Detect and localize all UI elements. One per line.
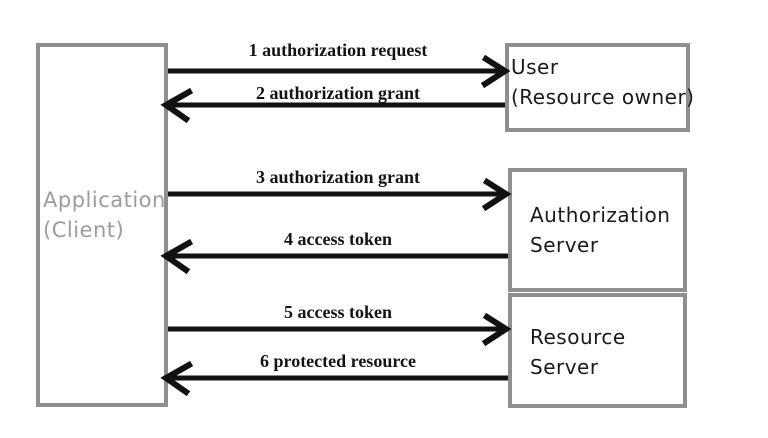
resource-server-label-line2: Server — [530, 355, 599, 379]
node-authorization-server — [508, 168, 687, 292]
user-label-line1: User — [511, 55, 559, 79]
resource-server-label: Resource Server — [530, 322, 626, 382]
node-resource-server — [508, 293, 687, 408]
arrow-label-authorization-request: 1 authorization request — [248, 40, 428, 60]
application-client-label: Application (Client) — [43, 185, 166, 246]
authorization-server-label-line1: Authorization — [530, 203, 671, 227]
user-label-line2: (Resource owner) — [511, 85, 695, 109]
resource-server-label-line1: Resource — [530, 325, 626, 349]
authorization-server-label-line2: Server — [530, 233, 599, 257]
node-application-client — [36, 43, 168, 407]
application-label-line1: Application — [43, 188, 166, 212]
arrow-label-access-token-send: 5 access token — [284, 302, 392, 322]
user-resource-owner-label: User (Resource owner) — [511, 52, 694, 112]
authorization-server-label: Authorization Server — [530, 200, 670, 260]
arrow-1-right-icon — [168, 54, 511, 89]
arrow-label-protected-resource: 6 protected resource — [260, 351, 416, 371]
arrow-label-access-token-return: 4 access token — [284, 229, 392, 249]
arrow-label-authorization-grant-send: 3 authorization grant — [256, 167, 420, 187]
application-label-line2: (Client) — [43, 218, 125, 243]
arrow-label-authorization-grant-return: 2 authorization grant — [256, 83, 420, 103]
